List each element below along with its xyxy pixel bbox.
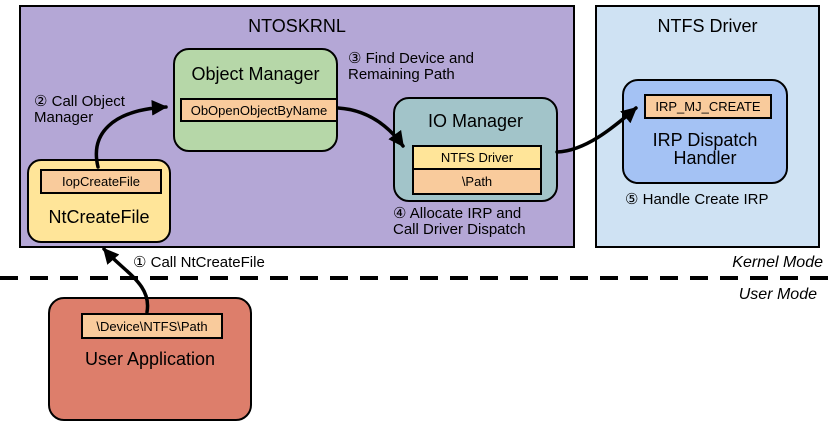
irp-mj-create-chip: IRP_MJ_CREATE	[644, 94, 772, 119]
annotation-step2-line1: ② Call Object	[34, 93, 125, 110]
annotation-step5-handle-create-irp: ⑤ Handle Create IRP	[625, 191, 769, 208]
irp-dispatch-handler-box: IRP_MJ_CREATE IRP Dispatch Handler	[622, 79, 788, 184]
ntcreatefile-box: IopCreateFile NtCreateFile	[27, 159, 171, 243]
annotation-step2-line2: Manager	[34, 109, 94, 126]
device-ntfs-path-chip: \Device\NTFS\Path	[81, 313, 223, 339]
annotation-step3-line2: Remaining Path	[348, 66, 455, 83]
irp-dispatch-handler-title: IRP Dispatch Handler	[624, 131, 786, 167]
user-mode-label: User Mode	[738, 286, 817, 303]
annotation-step4-line2: Call Driver Dispatch	[393, 221, 526, 238]
iopcreatefile-chip: IopCreateFile	[40, 169, 162, 194]
path-chip: \Path	[412, 170, 542, 195]
user-application-box: \Device\NTFS\Path User Application	[48, 297, 252, 421]
irp-dispatch-title-line2: Handler	[673, 148, 737, 168]
obopenobjectbyname-chip: ObOpenObjectByName	[180, 98, 338, 122]
io-manager-box: IO Manager NTFS Driver \Path	[393, 97, 558, 202]
annotation-step4-allocate-irp: ④ Allocate IRP and Call Driver Dispatch	[393, 206, 526, 238]
annotation-step4-line1: ④ Allocate IRP and	[393, 205, 522, 222]
ntfs-driver-title: NTFS Driver	[657, 16, 758, 36]
irp-dispatch-title-line1: IRP Dispatch	[652, 130, 758, 150]
ntoskrnl-title: NTOSKRNL	[248, 16, 346, 36]
annotation-step2-call-object-manager: ② Call Object Manager	[34, 94, 125, 126]
ntcreatefile-title: NtCreateFile	[48, 207, 150, 227]
object-manager-title: Object Manager	[191, 64, 320, 84]
annotation-step1-call-ntcreatefile: ① Call NtCreateFile	[133, 254, 265, 271]
annotation-step3-line1: ③ Find Device and	[348, 50, 475, 67]
kernel-mode-label: Kernel Mode	[732, 254, 823, 271]
io-manager-title: IO Manager	[427, 111, 524, 131]
annotation-step3-find-device: ③ Find Device and Remaining Path	[348, 51, 474, 83]
object-manager-box: Object Manager ObOpenObjectByName	[173, 48, 338, 152]
user-application-title: User Application	[84, 349, 216, 369]
ntfs-driver-chip: NTFS Driver	[412, 145, 542, 170]
